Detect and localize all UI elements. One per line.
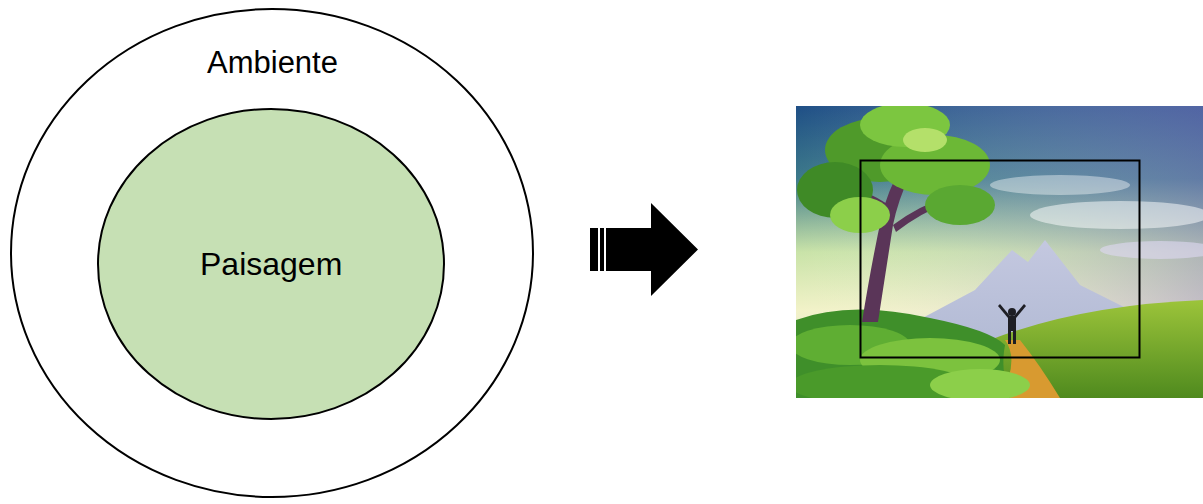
circle-label: Paisagem	[200, 245, 342, 283]
view-frame	[861, 161, 1140, 358]
region-label: Ambiente	[207, 44, 338, 81]
environment-circle: AmbientePaisagem	[10, 8, 534, 498]
block-arrow	[590, 203, 698, 296]
landscape-painting	[796, 106, 1203, 398]
landscape-circle: Paisagem	[97, 108, 445, 420]
